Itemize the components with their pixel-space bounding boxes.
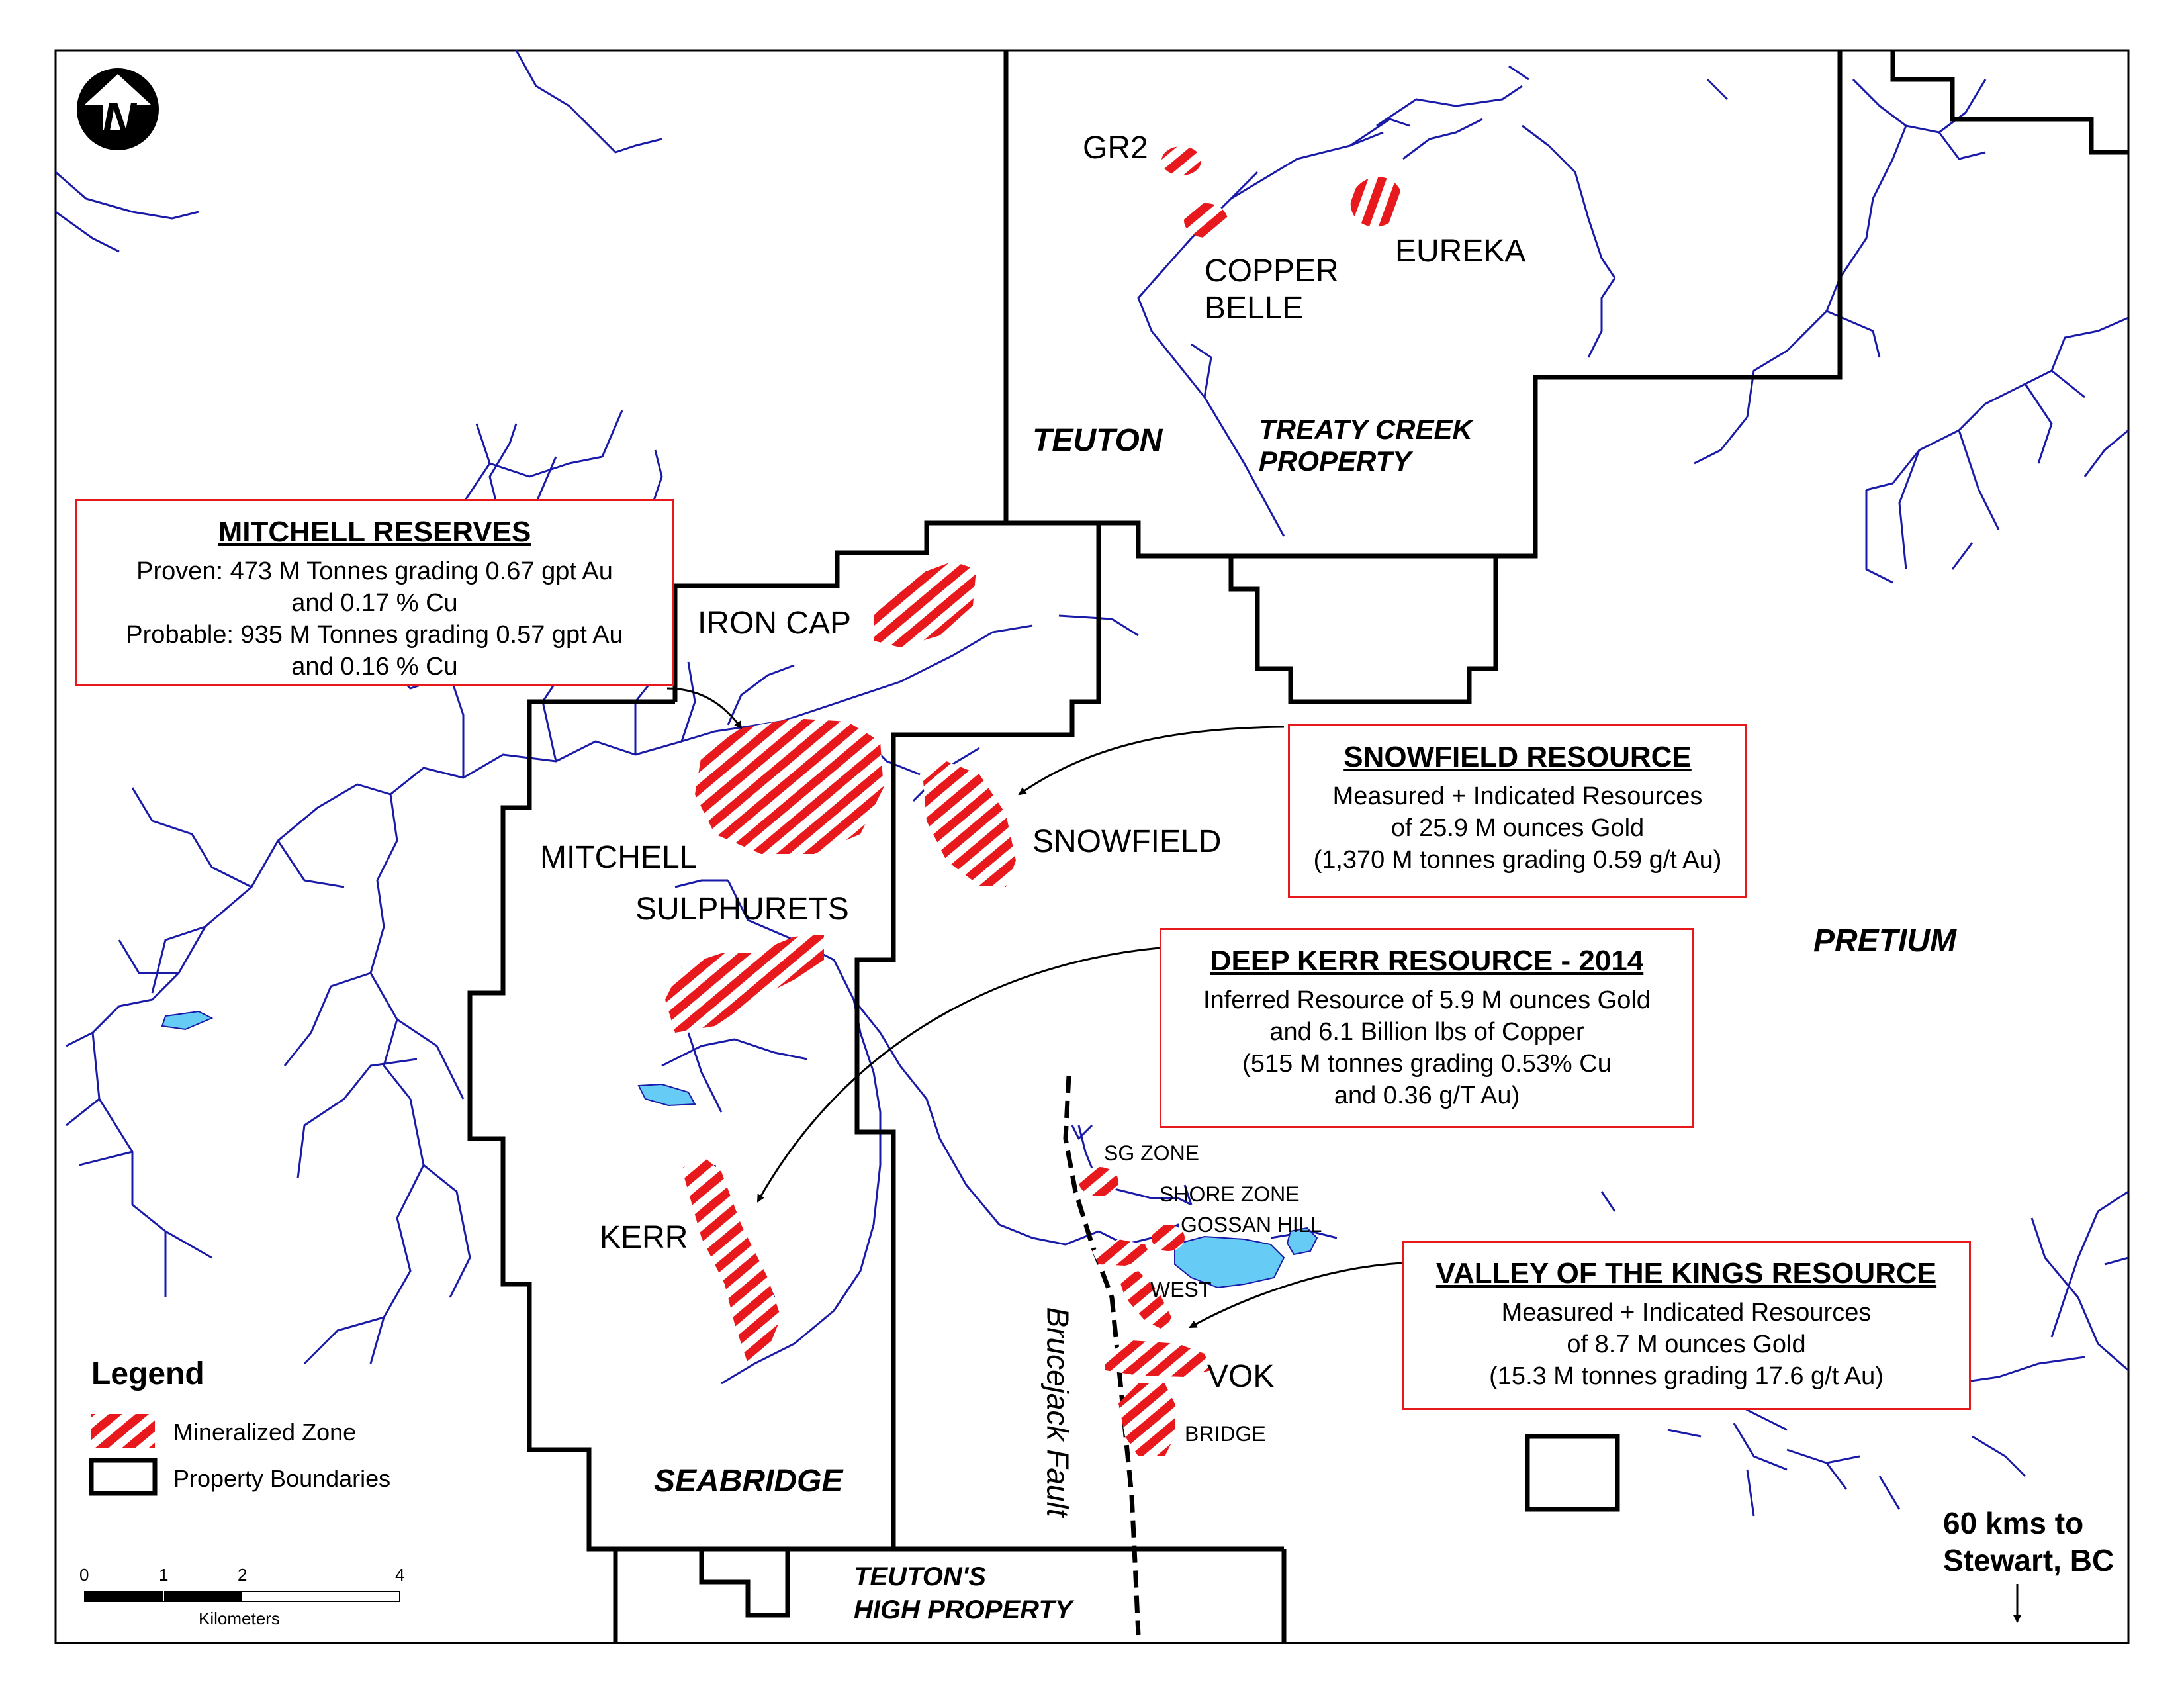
zone-copper-belle [1184, 203, 1228, 238]
destination-line-2: Stewart, BC [1943, 1543, 2115, 1577]
label-iron-cap: IRON CAP [698, 606, 852, 641]
label-vok: VOK [1207, 1359, 1275, 1394]
north-letter: N [102, 93, 138, 146]
label-shore-zone: SHORE ZONE [1160, 1182, 1300, 1206]
zone-mitchell [695, 718, 884, 854]
lake-kerr [637, 1083, 696, 1107]
label-teutons-high-1: TEUTON'S [854, 1562, 986, 1591]
scale-tick-label: 0 [79, 1565, 89, 1585]
label-pretium: PRETIUM [1813, 923, 1956, 959]
label-teutons-high-2: HIGH PROPERTY [854, 1595, 1073, 1624]
label-sg-zone: SG ZONE [1104, 1141, 1200, 1165]
callout-snowfield-title: SNOWFIELD RESOURCE [1343, 741, 1692, 773]
zone-gr2 [1161, 146, 1201, 175]
callout-vok-line: Measured + Indicated Resources [1501, 1299, 1872, 1327]
callout-snowfield-resource: SNOWFIELD RESOURCE Measured + Indicated … [1288, 724, 1747, 898]
callout-mitchell-line: and 0.17 % Cu [291, 589, 458, 617]
north-arrow: N [77, 68, 159, 150]
callout-deep-kerr-resource: DEEP KERR RESOURCE - 2014 Inferred Resou… [1160, 928, 1694, 1128]
callout-vok-line: of 8.7 M ounces Gold [1567, 1331, 1806, 1358]
callout-deep-kerr-title: DEEP KERR RESOURCE - 2014 [1210, 945, 1644, 977]
callout-deep-kerr-line: Inferred Resource of 5.9 M ounces Gold [1203, 986, 1651, 1014]
scale-unit-label: Kilometers [199, 1609, 280, 1628]
callout-arrows [666, 687, 2021, 1623]
label-kerr: KERR [600, 1220, 688, 1255]
callout-snowfield-line: Measured + Indicated Resources [1332, 782, 1703, 810]
callout-mitchell-title: MITCHELL RESERVES [218, 516, 531, 548]
zone-sulphurets [665, 935, 824, 1033]
zone-vok [1105, 1340, 1211, 1377]
scale-tick-label: 1 [159, 1565, 169, 1585]
callout-deep-kerr-line: and 6.1 Billion lbs of Copper [1269, 1018, 1584, 1046]
label-snowfield: SNOWFIELD [1032, 824, 1222, 859]
brucejack-fault-line [1063, 1075, 1141, 1636]
callout-snowfield-line: (1,370 M tonnes grading 0.59 g/t Au) [1313, 846, 1722, 874]
label-teuton: TEUTON [1032, 423, 1163, 458]
zone-iron-cap [874, 561, 976, 647]
label-gr2: GR2 [1083, 130, 1148, 165]
callout-deep-kerr-line: (515 M tonnes grading 0.53% Cu [1242, 1050, 1612, 1078]
callout-vok-resource: VALLEY OF THE KINGS RESOURCE Measured + … [1402, 1241, 1971, 1410]
label-treaty-creek-2: PROPERTY [1259, 445, 1412, 477]
callout-deep-kerr-line: and 0.36 g/T Au) [1334, 1082, 1520, 1109]
label-west: WEST [1150, 1278, 1212, 1301]
arrow-deep-kerr [756, 947, 1160, 1203]
zone-eureka [1350, 177, 1403, 227]
zone-kerr [682, 1155, 781, 1364]
label-bridge: BRIDGE [1185, 1422, 1266, 1446]
zone-west [1118, 1271, 1171, 1331]
label-copper-belle-1: COPPER [1205, 254, 1339, 289]
property-boundaries [467, 50, 2128, 1643]
callout-mitchell-reserves: MITCHELL RESERVES Proven: 473 M Tonnes g… [75, 499, 674, 686]
label-seabridge: SEABRIDGE [654, 1464, 843, 1499]
arrow-snowfield [1018, 726, 1285, 796]
scale-tick-label: 4 [395, 1565, 405, 1585]
label-treaty-creek-1: TREATY CREEK [1259, 414, 1473, 445]
arrow-vok [1189, 1262, 1402, 1329]
zone-snowfield [923, 761, 1016, 887]
callout-mitchell-line: Probable: 935 M Tonnes grading 0.57 gpt … [126, 621, 623, 649]
scale-bar [84, 1591, 400, 1602]
scale-tick-label: 2 [238, 1565, 248, 1585]
callout-mitchell-line: and 0.16 % Cu [291, 653, 458, 680]
legend-item-boundaries: Property Boundaries [173, 1465, 391, 1492]
label-eureka: EUREKA [1395, 234, 1526, 269]
label-gossan-hill: GOSSAN HILL [1181, 1213, 1322, 1237]
callout-mitchell-line: Proven: 473 M Tonnes grading 0.67 gpt Au [136, 557, 613, 585]
label-brucejack-fault: Brucejack Fault [1040, 1307, 1075, 1517]
label-mitchell: MITCHELL [540, 840, 698, 875]
label-sulphurets: SULPHURETS [635, 892, 849, 927]
zone-sg [1079, 1167, 1118, 1196]
legend-title: Legend [91, 1356, 205, 1391]
callout-vok-line: (15.3 M tonnes grading 17.6 g/t Au) [1489, 1362, 1884, 1390]
zone-bridge [1118, 1383, 1175, 1456]
mineralized-zones [665, 146, 1403, 1456]
legend-boundary-swatch [89, 1458, 158, 1496]
destination-line-1: 60 kms to [1943, 1506, 2084, 1540]
lake-gossan [1286, 1227, 1318, 1256]
zone-shore [1152, 1225, 1185, 1251]
label-copper-belle-2: BELLE [1205, 291, 1304, 326]
callout-vok-title: VALLEY OF THE KINGS RESOURCE [1435, 1257, 1937, 1289]
callout-snowfield-line: of 25.9 M ounces Gold [1390, 814, 1645, 842]
legend-zone-swatch [91, 1414, 155, 1448]
arrow-mitchell [666, 687, 743, 729]
zone-gossan-hill [1092, 1239, 1152, 1266]
lake-west [161, 1010, 214, 1031]
lakes [161, 1010, 1318, 1289]
legend-item-mineralized: Mineralized Zone [173, 1419, 357, 1446]
lake-brucejack [1174, 1235, 1285, 1289]
